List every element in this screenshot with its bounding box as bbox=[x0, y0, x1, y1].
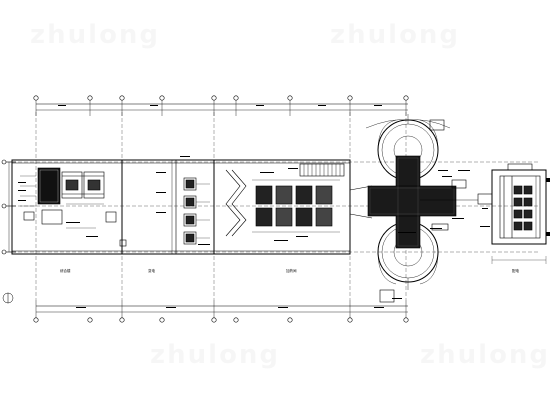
left-room-equipment: 综合楼 bbox=[18, 167, 127, 273]
room-label-left: 综合楼 bbox=[60, 268, 71, 273]
left-axis-markers bbox=[1, 159, 16, 255]
top-dimension-line bbox=[33, 95, 409, 116]
north-arrow-icon bbox=[2, 292, 14, 304]
room-label-middle-left: 变电 bbox=[148, 268, 155, 273]
bottom-dimension-line bbox=[33, 300, 409, 323]
center-room: 加药间 bbox=[225, 163, 345, 273]
cross-tank-structure bbox=[365, 114, 470, 303]
room-label-center: 加药间 bbox=[286, 268, 297, 273]
main-building-outline bbox=[11, 159, 351, 255]
middle-left-room: 变电 bbox=[148, 156, 210, 273]
right-room: 配电 bbox=[470, 163, 550, 273]
room-label-right: 配电 bbox=[512, 268, 520, 273]
grid-lines bbox=[12, 112, 540, 300]
